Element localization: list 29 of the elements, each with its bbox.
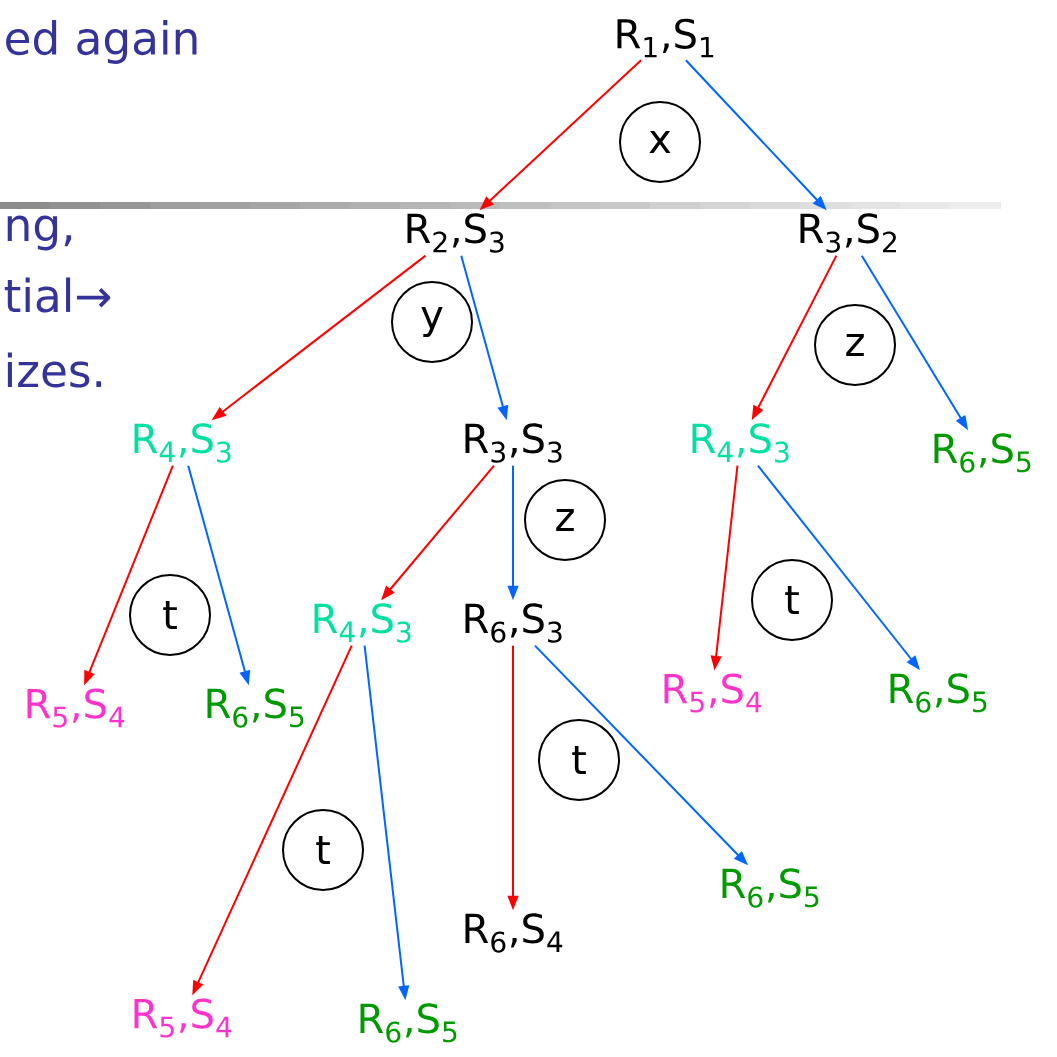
node-label: R$_{3}$,S$_{2}$ — [800, 213, 896, 253]
node-label: R$_{6}$,S$_{5}$ — [722, 868, 819, 908]
node-label: R$_{5}$,S$_{4}$ — [134, 998, 232, 1038]
node-label: R$_{5}$,S$_{4}$ — [27, 688, 125, 728]
node-label: R$_{6}$,S$_{5}$ — [360, 1003, 457, 1043]
node-label: R$_{6}$,S$_{3}$ — [465, 603, 562, 643]
circle-label: t — [538, 719, 620, 801]
slide-text: tial→ — [4, 277, 111, 313]
slide-text: ng, — [7, 215, 72, 251]
node-label: R$_{4}$,S$_{3}$ — [134, 423, 231, 463]
circle-label: z — [814, 304, 896, 386]
node-label: R$_{4}$,S$_{3}$ — [692, 423, 789, 463]
node-label: R$_{6}$,S$_{5}$ — [934, 433, 1031, 473]
node-label: R$_{4}$,S$_{3}$ — [314, 603, 411, 643]
node-label: R$_{5}$,S$_{4}$ — [664, 673, 762, 713]
node-label: R$_{6}$,S$_{5}$ — [207, 688, 304, 728]
circle-label: t — [751, 559, 833, 641]
node-label: R$_{3}$,S$_{3}$ — [465, 423, 562, 463]
circle-label: x — [619, 101, 701, 183]
circle-label: y — [391, 281, 473, 363]
node-label: R$_{6}$,S$_{4}$ — [465, 913, 563, 953]
circle-label: t — [129, 574, 211, 656]
slide-text: ed again — [6, 20, 197, 64]
node-label: R$_{1}$,S$_{1}$ — [617, 18, 714, 58]
slide-text: izes. — [7, 352, 101, 388]
node-label: R$_{6}$,S$_{5}$ — [890, 673, 987, 713]
node-label: R$_{2}$,S$_{3}$ — [407, 213, 504, 253]
circle-label: t — [282, 809, 364, 891]
circle-label: z — [524, 479, 606, 561]
